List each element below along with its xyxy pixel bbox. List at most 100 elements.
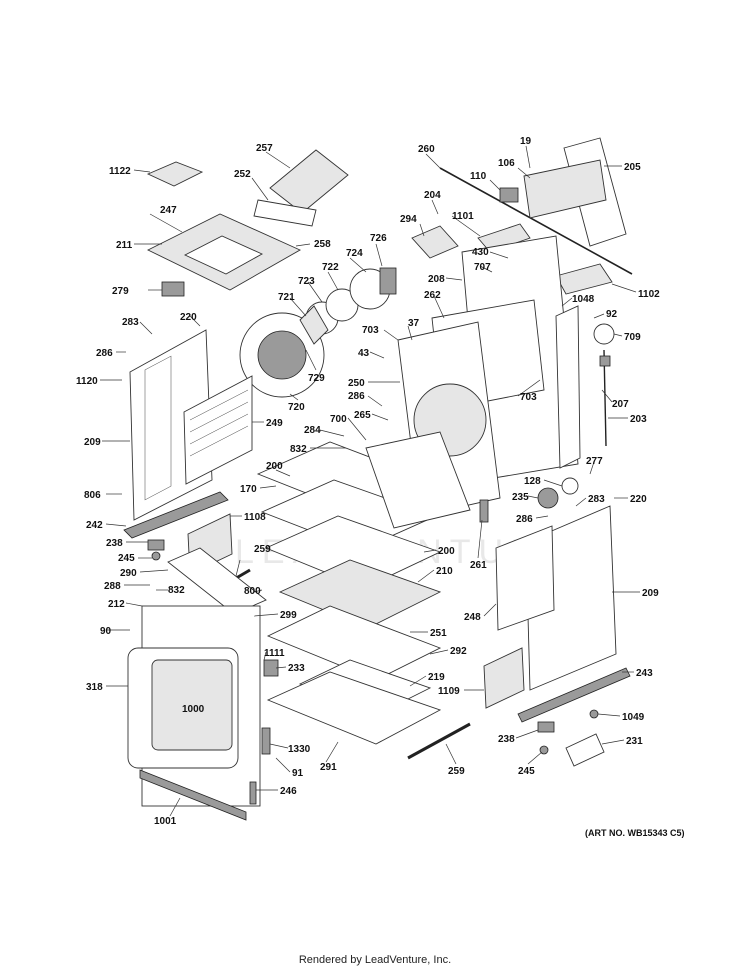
part-246 [249,781,257,805]
callout-209-right: 209 [642,588,659,599]
part-726 [379,267,397,295]
callout-723: 723 [298,276,315,287]
part-261 [479,499,489,523]
part-290 [167,547,267,615]
footer-credit: Rendered by LeadVenture, Inc. [298,954,452,966]
callout-207: 207 [612,399,629,410]
callout-205: 205 [624,162,641,173]
callout-291: 291 [320,762,337,773]
callout-1108: 1108 [244,512,266,523]
part-252 [253,199,317,227]
callout-286-left: 286 [96,348,113,359]
part-700 [365,431,471,529]
part-1102 [555,263,613,295]
callout-703-right: 703 [520,392,537,403]
callout-277: 277 [586,456,603,467]
callout-91: 91 [292,768,304,779]
part-703-right [555,305,581,469]
part-233 [263,659,279,677]
callout-203: 203 [630,414,647,425]
part-1330 [261,727,271,755]
callout-430: 430 [472,247,489,258]
art-number-note: (ART NO. WB15343 C5) [585,828,685,838]
callout-1000: 1000 [182,704,205,715]
callout-252: 252 [234,169,251,180]
part-1049 [589,709,599,719]
callout-832-top: 832 [290,444,307,455]
callout-724: 724 [346,248,363,259]
callout-294: 294 [400,214,417,225]
part-248 [495,525,555,631]
callout-1001: 1001 [154,816,177,827]
part-294 [411,225,459,259]
callout-1122: 1122 [109,166,131,177]
callout-265: 265 [354,410,371,421]
part-259-right [407,722,471,760]
callout-286-right: 286 [516,514,533,525]
part-235 [537,487,559,509]
callout-238-right: 238 [498,734,515,745]
part-243 [517,667,631,723]
part-106 [523,159,607,219]
callout-720: 720 [288,402,305,413]
part-721 [299,305,329,345]
callout-219: 219 [428,672,445,683]
callout-243: 243 [636,668,653,679]
part-279 [161,281,185,297]
callout-283-left: 283 [122,317,139,328]
callout-212: 212 [108,599,125,610]
callout-247: 247 [160,205,177,216]
callout-1101: 1101 [452,211,474,222]
callout-90: 90 [100,626,112,637]
callout-1048: 1048 [572,294,595,305]
part-242 [123,491,229,539]
callout-283-right: 283 [588,494,605,505]
callout-246: 246 [280,786,297,797]
callout-292: 292 [450,646,467,657]
callout-220-left: 220 [180,312,197,323]
part-720-hub [257,330,307,380]
callout-110: 110 [470,171,487,182]
part-209-left-window [144,355,172,501]
part-238-right [537,721,555,733]
callout-1111: 1111 [264,648,285,659]
callout-700: 700 [330,414,347,425]
callout-248: 248 [464,612,481,623]
part-207 [599,355,611,367]
callout-208: 208 [428,274,445,285]
callout-806: 806 [84,490,101,501]
part-257 [269,149,349,214]
callout-260: 260 [418,144,435,155]
callout-233: 233 [288,663,305,674]
callout-257: 257 [256,143,273,154]
callout-220-right: 220 [630,494,647,505]
callout-261: 261 [470,560,487,571]
callout-709: 709 [624,332,641,343]
part-shapes [123,137,633,821]
callout-262: 262 [424,290,441,301]
part-247-inner [183,235,264,275]
part-1109 [483,647,525,709]
callout-200-left: 200 [266,461,283,472]
part-249 [183,375,253,485]
leader-lines [100,145,640,817]
part-1000 [151,659,233,751]
part-110 [499,187,519,203]
callout-106: 106 [498,158,515,169]
callout-258: 258 [314,239,331,250]
callout-1120: 1120 [76,376,98,387]
callout-170: 170 [240,484,257,495]
callout-721: 721 [278,292,295,303]
callout-259-left: 259 [254,544,271,555]
part-260 [439,167,633,275]
callout-288: 288 [104,581,121,592]
callout-726: 726 [370,233,387,244]
callout-209-left: 209 [84,437,101,448]
callout-200-right: 200 [438,546,455,557]
callout-299: 299 [280,610,297,621]
callout-245-right: 245 [518,766,535,777]
callout-1102: 1102 [638,289,660,300]
part-709 [593,323,615,345]
callout-249: 249 [266,418,283,429]
